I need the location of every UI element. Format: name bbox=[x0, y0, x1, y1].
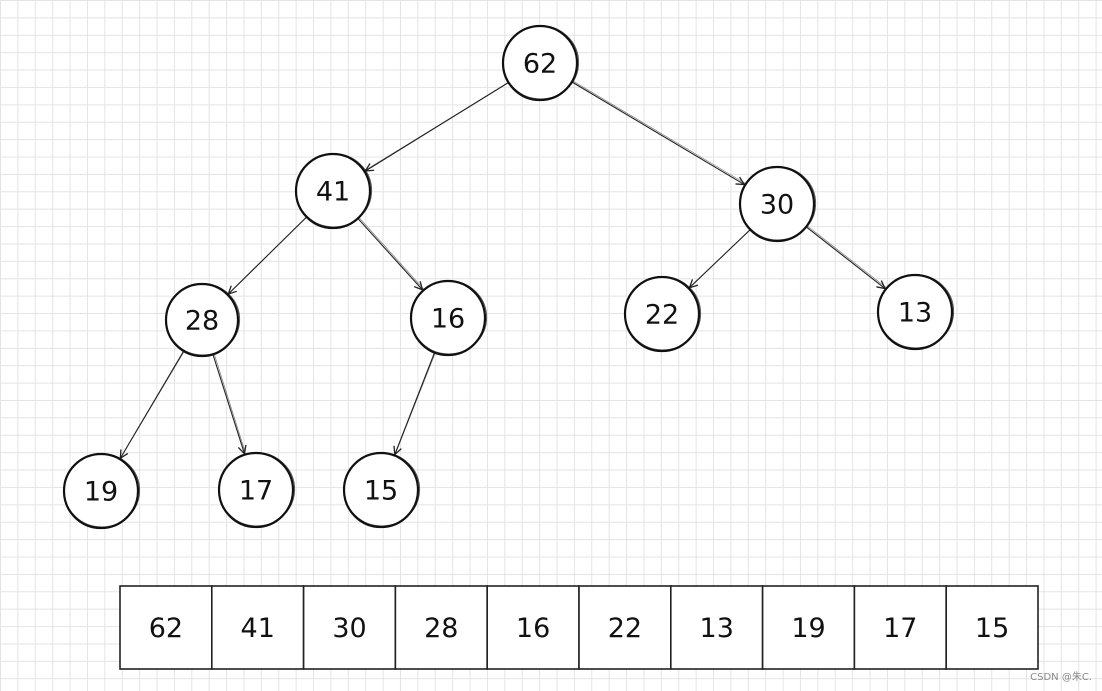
edge-n0-n2 bbox=[570, 80, 745, 185]
array-cell-value: 13 bbox=[700, 613, 734, 644]
array-cell: 22 bbox=[578, 585, 672, 670]
array-cell-value: 17 bbox=[883, 613, 917, 644]
array-cell: 17 bbox=[853, 585, 948, 670]
edge-n1-n3 bbox=[228, 215, 309, 294]
edge-n1-n4 bbox=[356, 216, 424, 290]
node-value: 15 bbox=[364, 476, 398, 507]
array-cell: 30 bbox=[302, 585, 397, 670]
tree-node: 41 bbox=[294, 152, 373, 230]
edge-n4-n9 bbox=[395, 350, 437, 455]
tree-node: 19 bbox=[62, 452, 141, 530]
node-value: 22 bbox=[645, 300, 679, 331]
tree-node: 28 bbox=[164, 282, 241, 358]
array-cell-value: 22 bbox=[608, 613, 642, 644]
node-value: 28 bbox=[185, 306, 219, 337]
array-cell-value: 30 bbox=[332, 613, 366, 644]
tree-node: 30 bbox=[738, 165, 817, 243]
node-value: 19 bbox=[84, 477, 118, 508]
array-cell-value: 28 bbox=[424, 613, 458, 644]
tree-node: 15 bbox=[342, 451, 421, 529]
heap-array: 62 41 30 28 16 22 13 19 17 15 bbox=[119, 585, 1039, 670]
array-cell: 15 bbox=[945, 585, 1039, 670]
node-value: 16 bbox=[431, 304, 465, 335]
array-cell-value: 62 bbox=[149, 613, 183, 644]
tree-node: 17 bbox=[217, 451, 296, 529]
tree-edges bbox=[120, 80, 886, 459]
array-cell-value: 19 bbox=[791, 613, 825, 644]
array-cell: 19 bbox=[761, 585, 856, 670]
tree-node: 13 bbox=[876, 273, 955, 351]
edge-n3-n7 bbox=[120, 349, 186, 458]
array-cell: 16 bbox=[486, 585, 580, 670]
tree-node: 16 bbox=[409, 279, 488, 357]
node-value: 17 bbox=[239, 476, 273, 507]
array-cell: 62 bbox=[119, 585, 213, 670]
watermark: CSDN @朱C. bbox=[1030, 672, 1092, 683]
edge-n0-n1 bbox=[365, 80, 511, 171]
node-value: 41 bbox=[316, 177, 350, 208]
node-value: 62 bbox=[523, 49, 557, 80]
array-cell-value: 41 bbox=[241, 613, 275, 644]
edge-n2-n6 bbox=[805, 225, 886, 288]
array-cell: 41 bbox=[211, 585, 305, 670]
node-value: 30 bbox=[760, 190, 794, 221]
tree-node: 22 bbox=[623, 275, 702, 353]
array-cell-value: 15 bbox=[975, 613, 1009, 644]
array-cell: 13 bbox=[669, 585, 764, 670]
edge-n2-n5 bbox=[689, 227, 753, 288]
tree-node: 62 bbox=[501, 24, 580, 102]
array-cell-value: 16 bbox=[516, 613, 550, 644]
edge-n3-n8 bbox=[212, 352, 246, 454]
array-cell: 28 bbox=[394, 585, 488, 670]
node-value: 13 bbox=[898, 298, 932, 329]
tree-nodes: 62 41 30 28 16 22 13 19 17 15 bbox=[62, 24, 955, 530]
